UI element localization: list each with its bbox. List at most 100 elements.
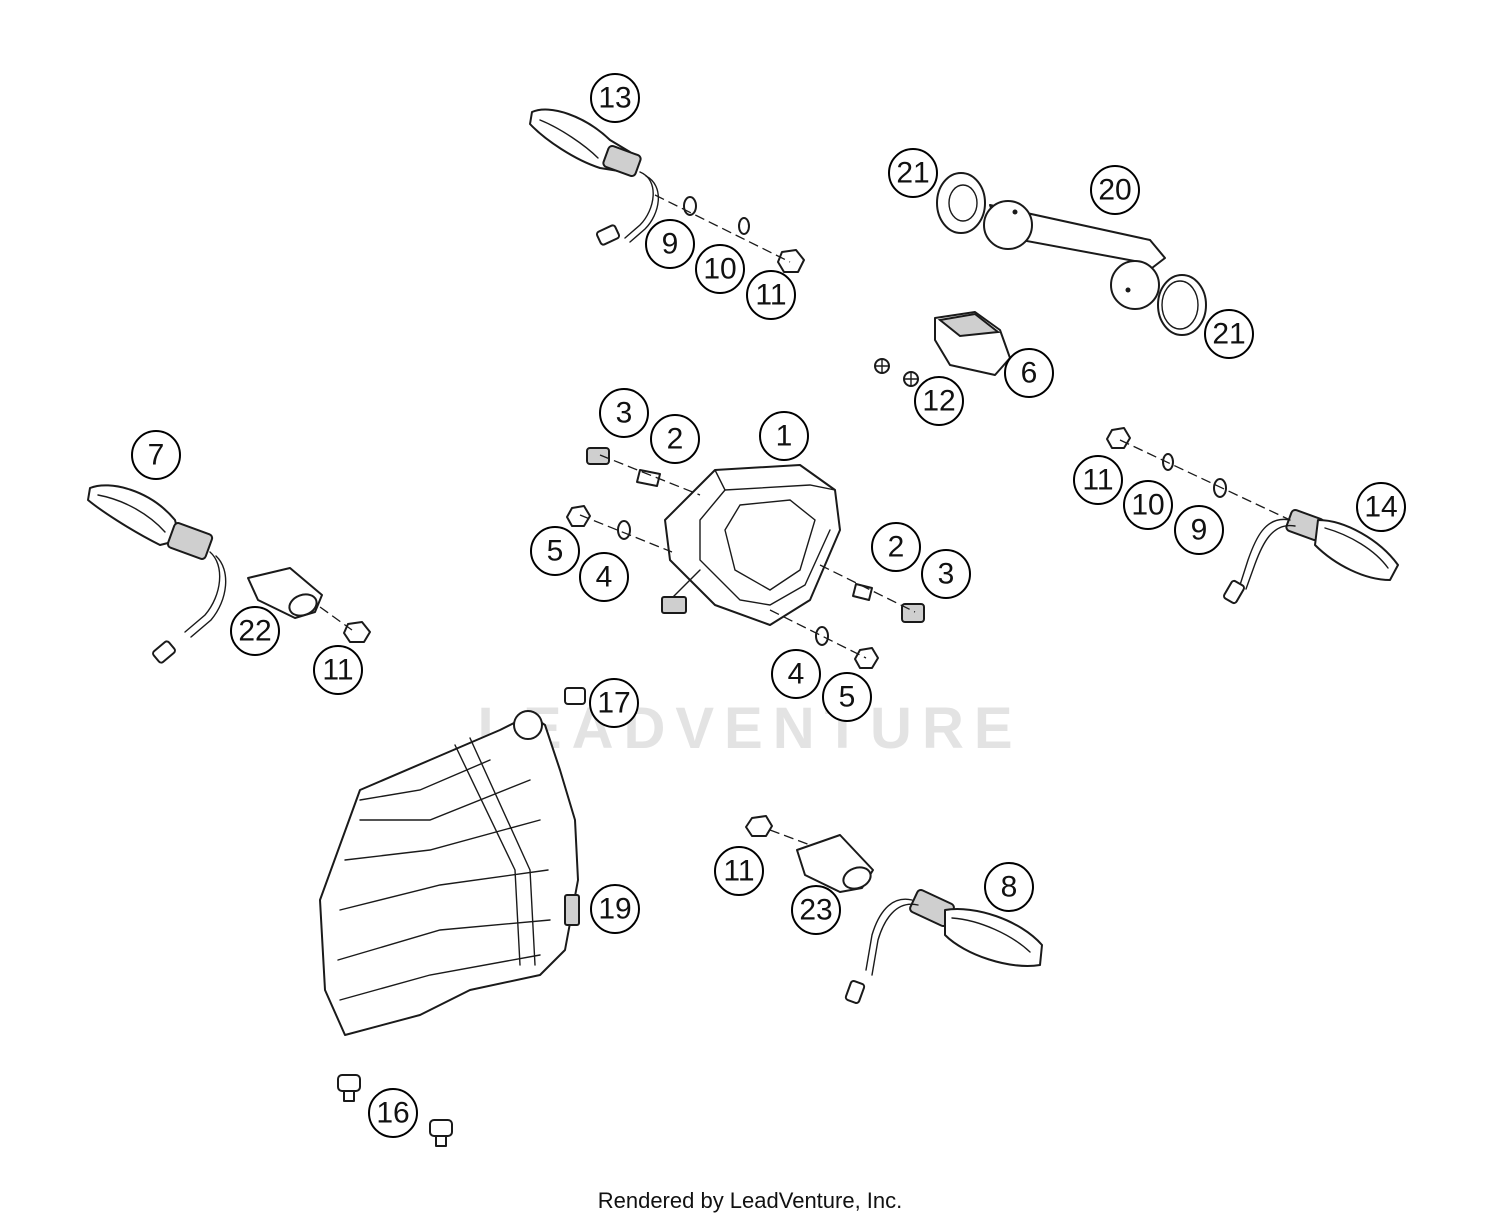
assembly-line-1b (579, 514, 673, 553)
callout-3-right-label: 3 (938, 558, 955, 591)
plate-holder-6[interactable] (934, 311, 1011, 376)
callout-12: 12 (914, 376, 964, 426)
assembly-line-1a (599, 454, 701, 496)
callout-10-right-label: 10 (1131, 489, 1164, 522)
callout-6: 6 (1004, 348, 1054, 398)
callout-19-label: 19 (598, 893, 631, 926)
callout-10-top: 10 (695, 244, 745, 294)
callout-2-right-label: 2 (888, 531, 905, 564)
rubber-damper-16-b[interactable] (429, 1119, 453, 1147)
callout-16: 16 (368, 1088, 418, 1138)
callout-1-label: 1 (776, 420, 793, 453)
assembly-line-14 (1119, 439, 1291, 521)
rubber-damper-16-a[interactable] (337, 1074, 361, 1102)
callout-21-right-label: 21 (1212, 318, 1245, 351)
callout-19: 19 (590, 884, 640, 934)
callout-3-top: 3 (599, 388, 649, 438)
callout-5-left-label: 5 (547, 535, 564, 568)
assembly-line-1d (769, 609, 867, 659)
callout-8-label: 8 (1001, 871, 1018, 904)
callout-11-lower: 11 (714, 846, 764, 896)
callout-21-left: 21 (888, 148, 938, 198)
washer-4-left[interactable] (617, 520, 631, 540)
clip-2-left[interactable] (636, 469, 661, 487)
callout-4-left-label: 4 (596, 561, 613, 594)
callout-2-right: 2 (871, 522, 921, 572)
callout-4-left: 4 (579, 552, 629, 602)
nut-11-top[interactable] (777, 249, 805, 273)
rubber-cap-21-right[interactable] (1157, 274, 1207, 336)
callout-13-label: 13 (598, 82, 631, 115)
callout-5-right-label: 5 (839, 681, 856, 714)
callout-17-label: 17 (597, 687, 630, 720)
assembly-line-8 (769, 829, 811, 846)
callout-14-label: 14 (1364, 491, 1397, 524)
assembly-line-13 (654, 194, 791, 263)
callout-21-right: 21 (1204, 309, 1254, 359)
callout-5-left: 5 (530, 526, 580, 576)
callout-8: 8 (984, 862, 1034, 912)
rubber-bushing-17[interactable] (564, 687, 586, 705)
callout-11-top: 11 (746, 270, 796, 320)
callout-2-top-label: 2 (667, 423, 684, 456)
callout-3-right: 3 (921, 549, 971, 599)
assembly-line-1c (819, 564, 916, 613)
callout-10-top-label: 10 (703, 253, 736, 286)
callout-7-label: 7 (148, 439, 165, 472)
screw-12-b[interactable] (903, 371, 919, 387)
bushing-3-left[interactable] (586, 447, 610, 465)
callout-11-top-label: 11 (755, 279, 786, 312)
callout-13: 13 (590, 73, 640, 123)
callout-4-right-label: 4 (788, 658, 805, 691)
callout-7: 7 (131, 430, 181, 480)
cover-22[interactable] (247, 567, 323, 619)
bracket-20[interactable] (983, 200, 1166, 310)
assembly-line-7 (319, 606, 353, 631)
nut-5-right[interactable] (854, 647, 879, 669)
cover-23[interactable] (796, 834, 874, 893)
callout-23-label: 23 (799, 894, 832, 927)
callout-22: 22 (230, 606, 280, 656)
callout-9-top-label: 9 (662, 228, 679, 261)
credit-line: Rendered by LeadVenture, Inc. (597, 1188, 903, 1213)
instrument-cluster-1[interactable] (661, 464, 841, 626)
rubber-cap-21-left[interactable] (936, 172, 986, 234)
callout-9-right: 9 (1174, 505, 1224, 555)
nut-11-lower[interactable] (745, 815, 773, 837)
callout-11-lower-label: 11 (723, 855, 754, 888)
callout-1: 1 (759, 411, 809, 461)
screw-12-a[interactable] (874, 358, 890, 374)
callout-20: 20 (1090, 165, 1140, 215)
washer-4-right[interactable] (815, 626, 829, 646)
washer-9-right[interactable] (1213, 478, 1227, 498)
callout-22-label: 22 (238, 615, 271, 648)
turn-signal-8[interactable] (844, 888, 1043, 1004)
callout-11-right-label: 11 (1082, 464, 1113, 497)
callout-11-left-label: 11 (322, 654, 353, 687)
headlight-19[interactable] (319, 710, 580, 1036)
callout-9-right-label: 9 (1191, 514, 1208, 547)
turn-signal-14[interactable] (1223, 508, 1399, 605)
watermark: LEADVENTURE (477, 696, 1022, 761)
callout-11-left: 11 (313, 645, 363, 695)
callout-21-left-label: 21 (896, 157, 929, 190)
callout-23: 23 (791, 885, 841, 935)
callout-16-label: 16 (376, 1097, 409, 1130)
callout-20-label: 20 (1098, 174, 1131, 207)
callout-3-top-label: 3 (616, 397, 633, 430)
callout-5-right: 5 (822, 672, 872, 722)
nut-11-left[interactable] (343, 621, 371, 643)
callout-12-label: 12 (922, 385, 955, 418)
callout-9-top: 9 (645, 219, 695, 269)
callout-10-right: 10 (1123, 480, 1173, 530)
turn-signal-13[interactable] (529, 108, 660, 246)
nut-5-left[interactable] (566, 505, 591, 527)
lock-washer-10-top[interactable] (738, 217, 750, 235)
callout-17: 17 (589, 678, 639, 728)
turn-signal-7[interactable] (87, 484, 227, 664)
callout-14: 14 (1356, 482, 1406, 532)
callout-4-right: 4 (771, 649, 821, 699)
nut-11-right[interactable] (1106, 427, 1131, 449)
callout-2-top: 2 (650, 414, 700, 464)
